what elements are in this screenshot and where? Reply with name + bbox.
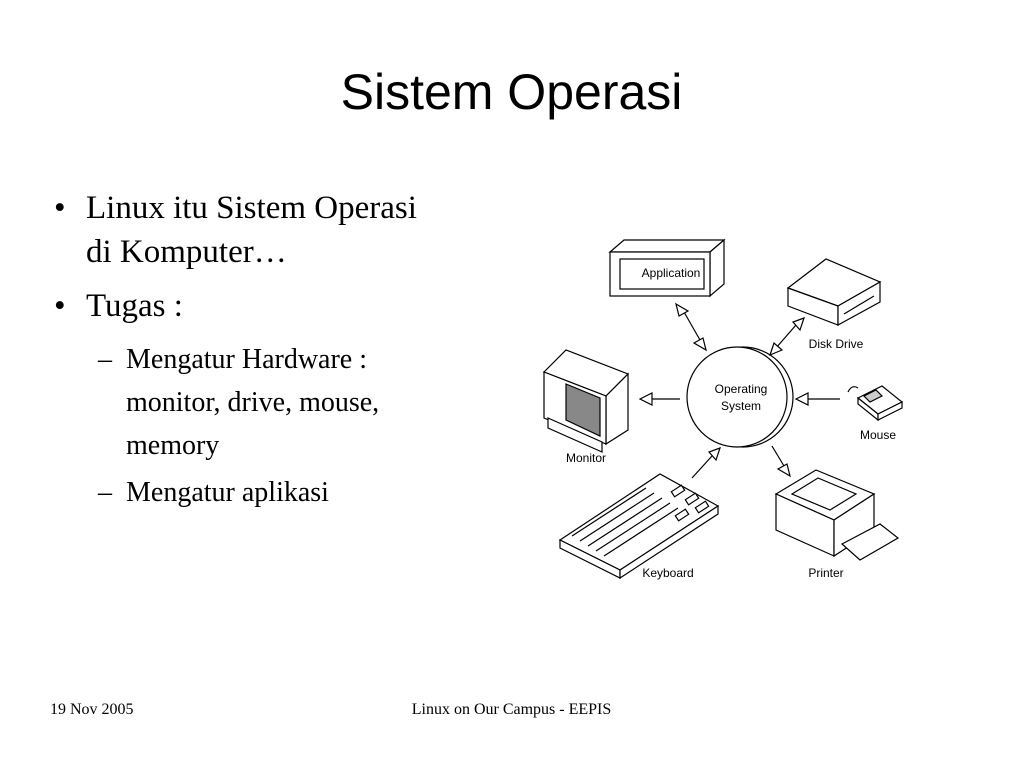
bullet-text-line: Linux itu Sistem Operasi <box>86 190 417 226</box>
sub-bullet-marker: – <box>98 344 112 375</box>
arrow-disk-drive <box>769 317 805 357</box>
footer-title: Linux on Our Campus - EEPIS <box>411 701 612 718</box>
arrow-application <box>675 302 707 352</box>
arrow-keyboard <box>691 447 721 479</box>
sub-bullet-item: – Mengatur Hardware : monitor, drive, mo… <box>50 338 520 467</box>
bullet-text-line: di Komputer… <box>86 234 287 270</box>
application-label: Application <box>642 266 701 280</box>
sub-bullet-text-line: Mengatur Hardware : <box>126 344 368 375</box>
mouse-label: Mouse <box>860 428 896 442</box>
operating-system-label-line2: System <box>721 399 761 413</box>
operating-system-icon <box>686 346 794 448</box>
printer-icon <box>774 469 900 561</box>
bullet-marker: • <box>54 288 66 324</box>
mouse-icon <box>847 385 904 422</box>
monitor-icon <box>542 349 630 453</box>
printer-label: Printer <box>808 566 843 580</box>
disk-drive-icon <box>786 258 882 327</box>
sub-bullet-marker: – <box>98 477 112 508</box>
slide-title: Sistem Operasi <box>340 64 683 120</box>
monitor-label: Monitor <box>566 451 606 465</box>
keyboard-icon <box>558 473 720 580</box>
bullet-list: • Linux itu Sistem Operasi di Komputer… … <box>50 186 520 518</box>
arrow-mouse <box>794 392 840 406</box>
arrow-monitor <box>638 392 680 406</box>
bullet-text: Tugas : <box>86 288 183 324</box>
arrow-printer <box>771 445 791 478</box>
os-diagram: Application Disk Drive Monitor Operating… <box>542 238 904 580</box>
sub-bullet-item: – Mengatur aplikasi <box>50 471 520 514</box>
sub-bullet-text-line: memory <box>126 430 220 461</box>
bullet-item: • Linux itu Sistem Operasi di Komputer… <box>50 186 520 274</box>
sub-bullet-text: Mengatur aplikasi <box>126 477 329 508</box>
sub-bullet-text-line: monitor, drive, mouse, <box>126 387 380 418</box>
disk-drive-label: Disk Drive <box>809 337 864 351</box>
bullet-marker: • <box>54 190 66 226</box>
operating-system-label-line1: Operating <box>715 382 768 396</box>
application-icon <box>608 238 726 298</box>
footer-date: 19 Nov 2005 <box>50 701 134 718</box>
bullet-item: • Tugas : <box>50 284 520 328</box>
keyboard-label: Keyboard <box>642 566 693 580</box>
